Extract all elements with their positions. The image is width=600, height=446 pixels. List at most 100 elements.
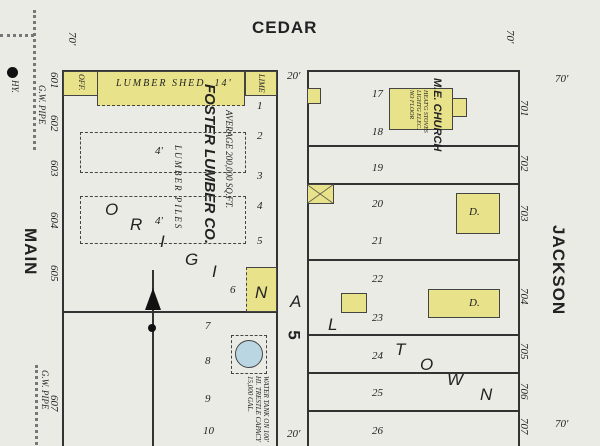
lot-number: 21 <box>372 235 383 247</box>
lot-line <box>307 410 519 412</box>
addition-letter: N <box>255 283 270 302</box>
lumber-shed: LUMBER SHED. 14' <box>97 71 245 106</box>
dwelling-label: D. <box>469 206 480 218</box>
lumber-piles-area <box>80 132 246 173</box>
addition-letter: O <box>105 200 121 219</box>
street-jackson: JACKSON <box>549 225 568 316</box>
lot-line <box>307 70 519 72</box>
water-pipe <box>33 10 36 150</box>
lot-line <box>307 183 519 185</box>
lot-line <box>307 372 519 374</box>
depth-label: 20' <box>287 428 301 440</box>
height-label: 4' <box>155 145 163 157</box>
lot-line <box>518 70 520 446</box>
address: 604 <box>48 212 60 229</box>
lime-label: LIME <box>257 74 266 93</box>
street-cedar: CEDAR <box>252 18 318 37</box>
lumber-piles-area <box>80 196 246 244</box>
lot-number: 3 <box>257 170 263 182</box>
hydrant-label: HY. <box>10 80 20 93</box>
lot-number: 23 <box>372 312 383 324</box>
lot-line <box>276 70 278 446</box>
office-label: OFF. <box>77 74 86 91</box>
addition-letter: I <box>160 232 167 251</box>
lot-number: 17 <box>372 88 383 100</box>
lot-number: 25 <box>372 387 383 399</box>
address: 706 <box>518 383 530 400</box>
dwelling: D. <box>428 289 500 318</box>
lot-line <box>152 270 154 446</box>
shed-label: LUMBER SHED. 14' <box>116 78 233 89</box>
address: 701 <box>518 100 530 117</box>
address: 705 <box>518 343 530 360</box>
address: 607 <box>48 395 60 412</box>
water-pipe <box>35 365 38 445</box>
water-tank <box>231 335 267 374</box>
width-label: 70' <box>555 418 569 430</box>
address: 601 <box>48 72 60 89</box>
address: 602 <box>48 115 60 132</box>
addition-letter: T <box>395 340 408 359</box>
lot-number: 2 <box>257 130 263 142</box>
addition-letter: L <box>328 315 340 334</box>
height-label: 4' <box>155 215 163 227</box>
water-pipe <box>0 34 34 37</box>
church-note: HEAT'G STOVES LIGHTG ELEC. NO FLOOR <box>408 90 428 133</box>
lot-line <box>307 259 519 261</box>
lot-line <box>62 70 278 72</box>
lot-line <box>62 70 64 446</box>
address: 702 <box>518 155 530 172</box>
addition-letter: R <box>130 215 145 234</box>
church-building <box>389 88 453 130</box>
church-vestibule <box>452 98 467 117</box>
lot-number: 8 <box>205 355 211 367</box>
pipe-label: G.W. PIPE <box>37 85 47 125</box>
lot-number: 4 <box>257 200 263 212</box>
lot-line <box>62 311 277 313</box>
lot-number: 19 <box>372 162 383 174</box>
dwelling: D. <box>456 193 500 234</box>
dwelling-label: D. <box>469 297 480 309</box>
north-arrow-icon <box>145 288 161 310</box>
address: 707 <box>518 418 530 435</box>
lot-number: 7 <box>205 320 211 332</box>
address: 605 <box>48 265 60 282</box>
lot-number: 24 <box>372 350 383 362</box>
office-building: OFF. <box>63 71 98 96</box>
block-number: 5 <box>284 330 304 340</box>
address: 603 <box>48 160 60 177</box>
lot-number: 18 <box>372 126 383 138</box>
piles-label: LUMBER PILES <box>173 145 183 231</box>
small-building <box>307 88 321 104</box>
lot-line <box>307 70 309 446</box>
addition-letter: A <box>290 292 304 311</box>
width-label: 70' <box>555 73 569 85</box>
depth-label: 20' <box>287 70 301 82</box>
lot-number: 1 <box>257 100 263 112</box>
addition-letter: I <box>212 262 219 281</box>
lot-number: 5 <box>257 235 263 247</box>
small-building <box>341 293 367 313</box>
lot-number: 20 <box>372 198 383 210</box>
lot-number: 26 <box>372 425 383 437</box>
addition-letter: N <box>480 385 495 404</box>
lot-line <box>307 145 519 147</box>
water-tank-icon <box>235 340 263 368</box>
water-tank-label: WATER TANK ON 100' HI. TRESTLE CAPACY 15… <box>246 376 270 442</box>
marker-icon <box>148 324 156 332</box>
addition-letter: O <box>420 355 436 374</box>
addition-letter: W <box>447 370 466 389</box>
church-label: M.E. CHURCH <box>431 78 443 152</box>
width-label: 70' <box>504 30 516 44</box>
shed-building <box>307 184 334 204</box>
address: 704 <box>518 288 530 305</box>
address: 703 <box>518 205 530 222</box>
lot-line <box>307 334 519 336</box>
street-main: MAIN <box>21 228 40 276</box>
lot-number: 22 <box>372 273 383 285</box>
lot-number: 9 <box>205 393 211 405</box>
width-label: 70' <box>66 32 78 46</box>
lot-number: 10 <box>203 425 214 437</box>
lime-building: LIME <box>245 71 277 96</box>
